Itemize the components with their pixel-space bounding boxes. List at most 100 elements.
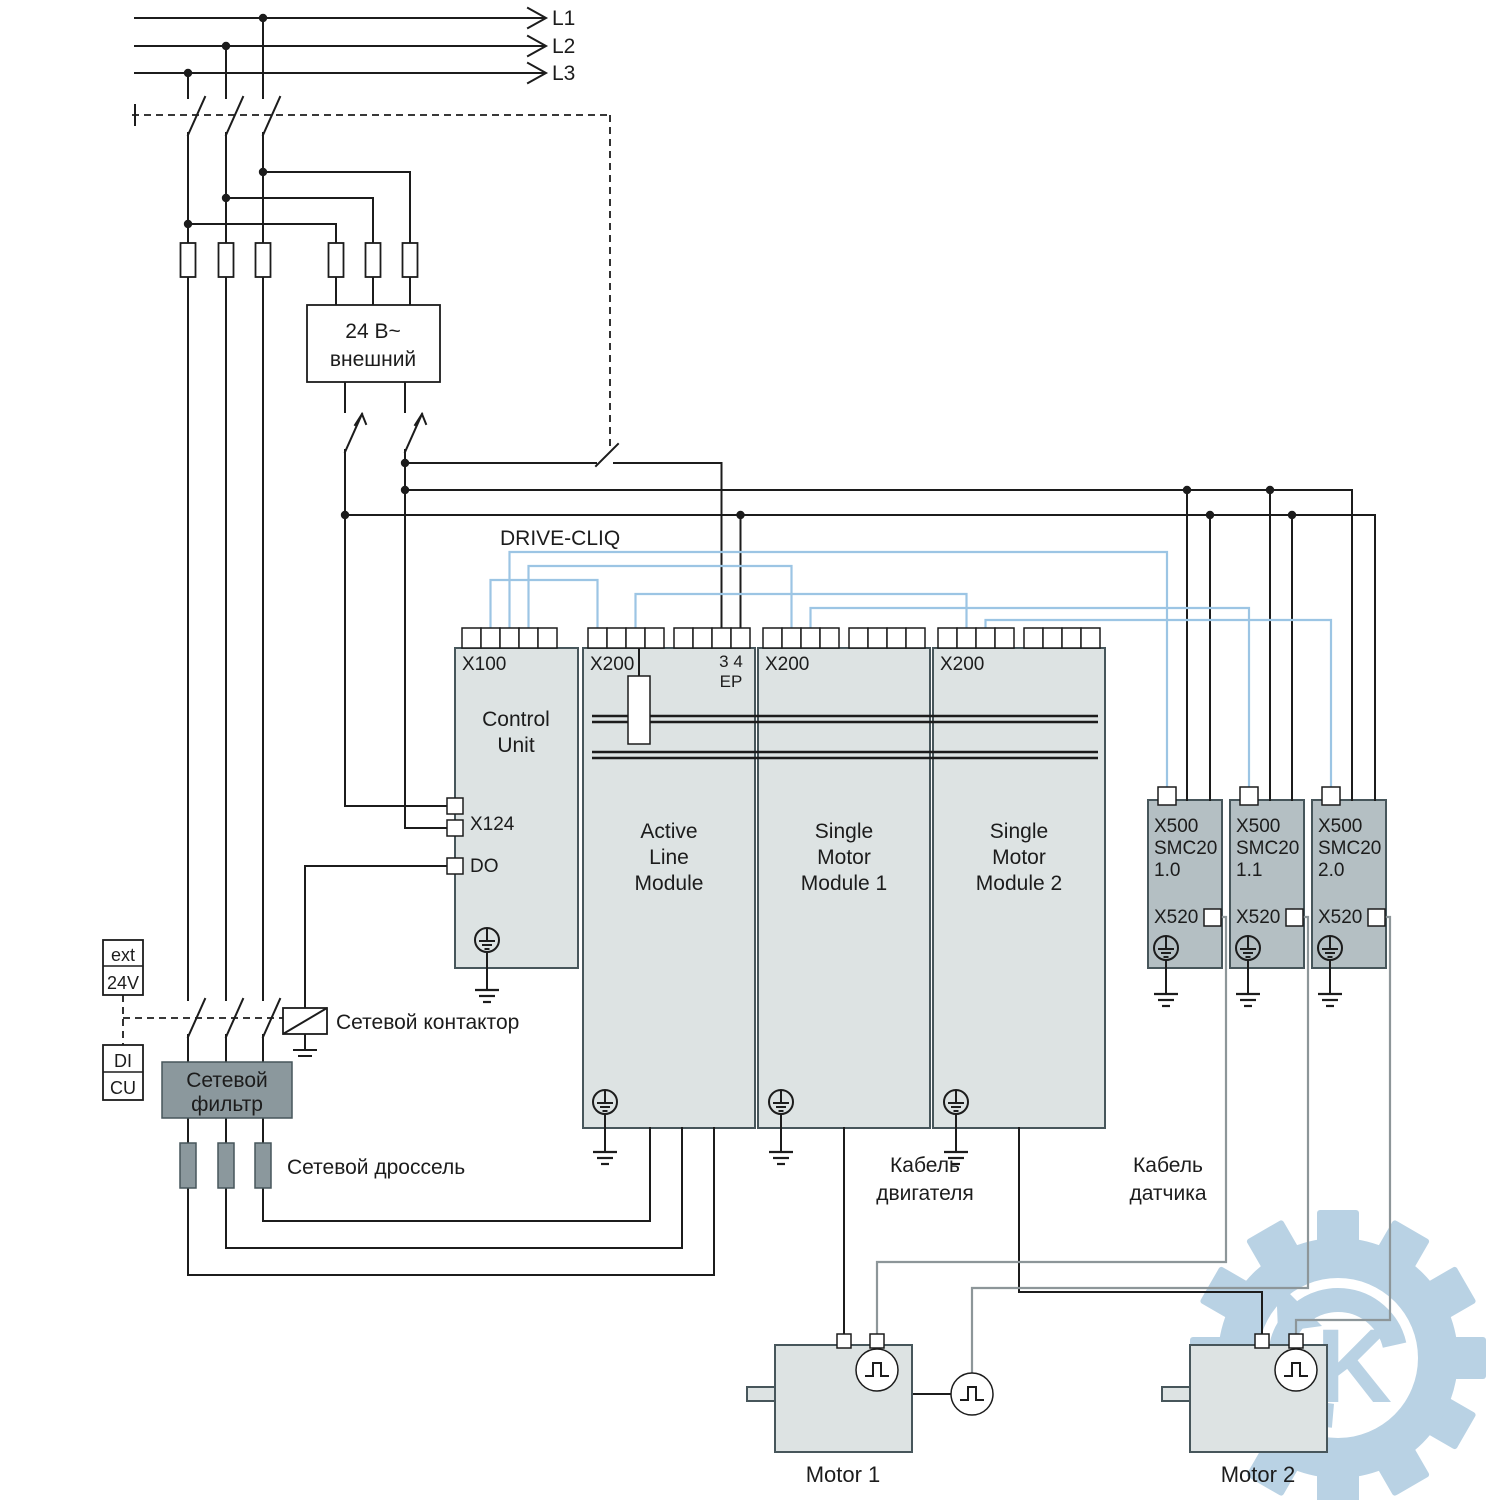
reactor-label: Сетевой дроссель: [287, 1156, 465, 1179]
phase-label-l3: L3: [552, 62, 575, 85]
smc-ports: [1157, 786, 1386, 927]
ep-label: EP: [720, 672, 743, 691]
smc3-id: 2.0: [1318, 860, 1344, 881]
line-filter-box: [161, 1061, 293, 1119]
motor-module-1-title: Single: [815, 820, 873, 843]
x124-terminal: [446, 819, 464, 837]
encoder-icon: [855, 1348, 899, 1392]
x500-port: [1157, 786, 1177, 806]
watermark-letter: K: [1316, 1308, 1392, 1425]
arrow-l3-icon: [526, 61, 549, 85]
motor-shaft: [1161, 1386, 1191, 1402]
filter-label: Сетевой: [186, 1069, 268, 1092]
line-contactor-symbol: [282, 1007, 328, 1035]
filter-label: фильтр: [191, 1093, 263, 1116]
x124-terminal: [446, 797, 464, 815]
encoder-icon: [1274, 1348, 1318, 1392]
arrow-l2-icon: [526, 34, 549, 58]
di-cu-box: [102, 1044, 144, 1101]
single-motor-module-1-box: [757, 647, 931, 1129]
smc2-port-x520: X520: [1236, 907, 1280, 928]
active-line-module-box: [582, 647, 756, 1129]
active-line-module-title: Active: [640, 820, 697, 843]
text-labels: L1 L2 L3 24 В~ внешний DRIVE-CLIQ X100 C…: [107, 7, 1381, 1487]
smc1-name: SMC20: [1154, 838, 1217, 859]
supply-24v-label: 24 В~: [345, 320, 400, 343]
phase-label-l2: L2: [552, 35, 575, 58]
port-label-x124: X124: [470, 814, 515, 835]
di-label: DI: [114, 1051, 132, 1071]
smc20-2-0-box: [1311, 799, 1387, 969]
smc2-port-x500: X500: [1236, 816, 1280, 837]
phase-label-l1: L1: [552, 7, 575, 30]
drive-cliq-wiring: [489, 550, 1333, 787]
smc1-port-x520: X520: [1154, 907, 1198, 928]
sensor-wiring: [875, 915, 1392, 1373]
terminal-strips: [461, 627, 1101, 649]
drive-cliq-label: DRIVE-CLIQ: [500, 527, 620, 550]
x520-port: [1203, 908, 1222, 927]
cu-label: CU: [110, 1078, 136, 1098]
power-terminal: [1254, 1333, 1270, 1349]
active-line-module-title: Line: [649, 846, 689, 869]
control-unit-title: Unit: [497, 734, 535, 757]
motor-1-label: Motor 1: [806, 1462, 881, 1487]
dc-bus-bars: [592, 675, 1098, 760]
sensor-cable-label: Кабель: [1133, 1154, 1203, 1177]
port-label-x200: X200: [590, 654, 634, 675]
power-terminal: [836, 1333, 852, 1349]
external-encoder-icon: [950, 1372, 994, 1416]
arrow-l1-icon: [526, 6, 549, 30]
active-line-module-title: Module: [635, 872, 704, 895]
control-unit-ports: [446, 797, 464, 875]
dc-link-connector: [627, 675, 651, 745]
x500-port: [1239, 786, 1259, 806]
smc2-name: SMC20: [1236, 838, 1299, 859]
fuse-icon: [179, 242, 197, 278]
control-unit-title: Control: [482, 708, 550, 731]
port-label-x200: X200: [765, 654, 809, 675]
port-label-x100: X100: [462, 654, 506, 675]
smc1-port-x500: X500: [1154, 816, 1198, 837]
control-unit-box: [454, 647, 579, 969]
x520-port: [1285, 908, 1304, 927]
motor-module-1-title: Motor: [817, 846, 871, 869]
ext-supply-label: 24V: [107, 973, 139, 993]
single-motor-module-2-box: [932, 647, 1106, 1129]
port-label-do: DO: [470, 856, 499, 877]
motor-cable-label: двигателя: [876, 1182, 974, 1205]
fuse-icon: [401, 242, 419, 278]
x500-port: [1321, 786, 1341, 806]
do-terminal: [446, 857, 464, 875]
junction-dots: [183, 13, 1297, 520]
encoder-terminal: [1288, 1333, 1304, 1349]
smc3-port-x500: X500: [1318, 816, 1362, 837]
fuse-icon: [364, 242, 382, 278]
fuse-icon: [217, 242, 235, 278]
motor-module-2-title: Module 2: [976, 872, 1062, 895]
ep-terminal-numbers: 3 4: [719, 652, 743, 671]
encoder-terminal: [869, 1333, 885, 1349]
fuse-icon: [327, 242, 345, 278]
sensor-cable-label: датчика: [1129, 1182, 1206, 1205]
motor-2-label: Motor 2: [1221, 1462, 1296, 1487]
motor-2: [1161, 1333, 1328, 1453]
smc20-1-0-box: [1147, 799, 1223, 969]
motor-cable-label: Кабель: [890, 1154, 960, 1177]
smc1-id: 1.0: [1154, 860, 1180, 881]
supply-24v-box: [306, 304, 441, 383]
smc20-1-1-box: [1229, 799, 1305, 969]
power-wiring: [134, 6, 1376, 1395]
smc3-name: SMC20: [1318, 838, 1381, 859]
motor-module-2-title: Motor: [992, 846, 1046, 869]
ext-24v-box: [102, 939, 144, 996]
port-label-x200: X200: [940, 654, 984, 675]
contactor-label: Сетевой контактор: [336, 1011, 519, 1034]
motor-module-1-title: Module 1: [801, 872, 887, 895]
motor-module-2-title: Single: [990, 820, 1048, 843]
x520-port: [1367, 908, 1386, 927]
smc2-id: 1.1: [1236, 860, 1262, 881]
ext-supply-label: ext: [111, 945, 135, 965]
